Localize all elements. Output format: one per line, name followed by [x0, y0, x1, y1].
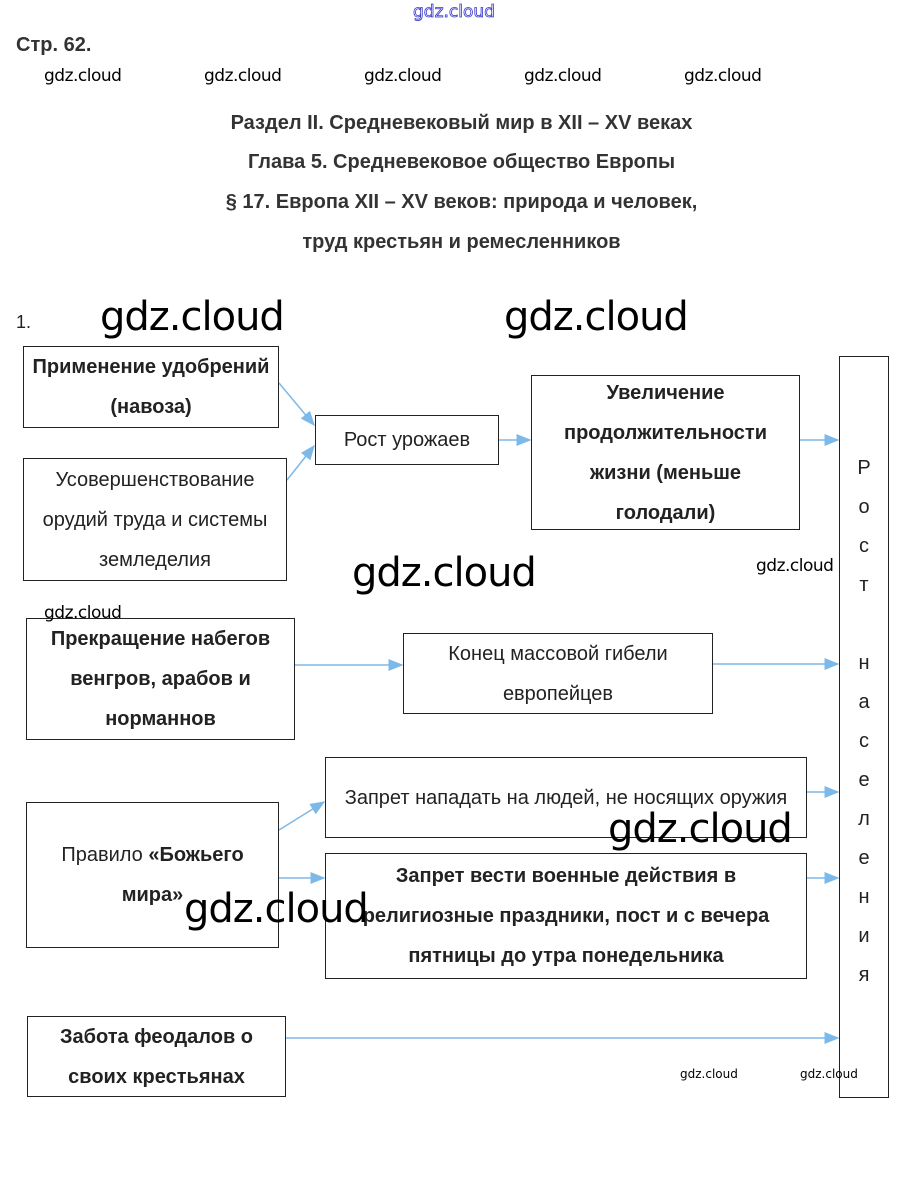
- letter: е: [858, 769, 870, 791]
- watermark: gdz.cloud: [504, 294, 689, 340]
- watermark: gdz.cloud: [352, 550, 537, 596]
- task-number: 1.: [16, 312, 32, 332]
- watermark: gdz.cloud: [684, 66, 762, 86]
- watermark: gdz.cloud: [756, 556, 834, 576]
- section-title: Раздел II. Средневековый мир в XII – XV …: [230, 112, 693, 134]
- box-harvest: Рост урожаев: [315, 415, 499, 465]
- letter: н: [858, 652, 870, 674]
- watermark: gdz.cloud: [800, 1067, 858, 1081]
- box-fertilizer: Применение удобрений (навоза): [23, 346, 279, 428]
- letter: с: [859, 730, 869, 752]
- chapter-title: Глава 5. Средневековое общество Европы: [247, 151, 676, 173]
- letter: и: [858, 925, 870, 947]
- page-reference: Стр. 62.: [16, 34, 92, 56]
- watermark: gdz.cloud: [524, 66, 602, 86]
- watermark: gdz.cloud: [100, 294, 285, 340]
- letter: [840, 605, 888, 644]
- arrow: [278, 801, 326, 831]
- letter: о: [858, 496, 870, 518]
- letter: а: [858, 691, 870, 713]
- letter: я: [858, 964, 870, 986]
- watermark: gdz.cloud: [204, 66, 282, 86]
- letter: н: [858, 886, 870, 908]
- top-watermark: gdz.cloud: [413, 2, 496, 23]
- box-population-growth: Р о с т н а с е л е н и я: [839, 356, 889, 1098]
- box-ban-war: Запрет вести военные действия в религиоз…: [325, 853, 807, 979]
- box-ban-unarmed: Запрет нападать на людей, не носящих ору…: [325, 757, 807, 838]
- paragraph-title: § 17. Европа XII – XV веков: природа и ч…: [225, 191, 698, 213]
- peace-rule-name: «Божьего мира»: [121, 844, 244, 906]
- watermark: gdz.cloud: [44, 603, 122, 623]
- box-raids: Прекращение набегов венгров, арабов и но…: [26, 618, 295, 740]
- watermark: gdz.cloud: [608, 806, 793, 852]
- letter: т: [859, 574, 869, 596]
- arrow: [286, 444, 315, 481]
- letter: л: [858, 808, 870, 830]
- letter: с: [859, 535, 869, 557]
- paragraph-subtitle: труд крестьян и ремесленников: [302, 231, 621, 253]
- watermark: gdz.cloud: [680, 1067, 738, 1081]
- watermark: gdz.cloud: [364, 66, 442, 86]
- box-care: Забота феодалов о своих крестьянах: [27, 1016, 286, 1097]
- arrow: [278, 382, 315, 427]
- box-tools: Усовершенствование орудий труда и систем…: [23, 458, 287, 581]
- peace-rule-prefix: Правило: [61, 844, 149, 866]
- box-lifespan: Увеличение продолжительности жизни (мень…: [531, 375, 800, 530]
- letter: е: [858, 847, 870, 869]
- letter: Р: [857, 457, 871, 479]
- box-peace-rule: Правило «Божьего мира»: [26, 802, 279, 948]
- box-deaths: Конец массовой гибели европейцев: [403, 633, 713, 714]
- watermark: gdz.cloud: [44, 66, 122, 86]
- watermark: gdz.cloud: [184, 886, 369, 932]
